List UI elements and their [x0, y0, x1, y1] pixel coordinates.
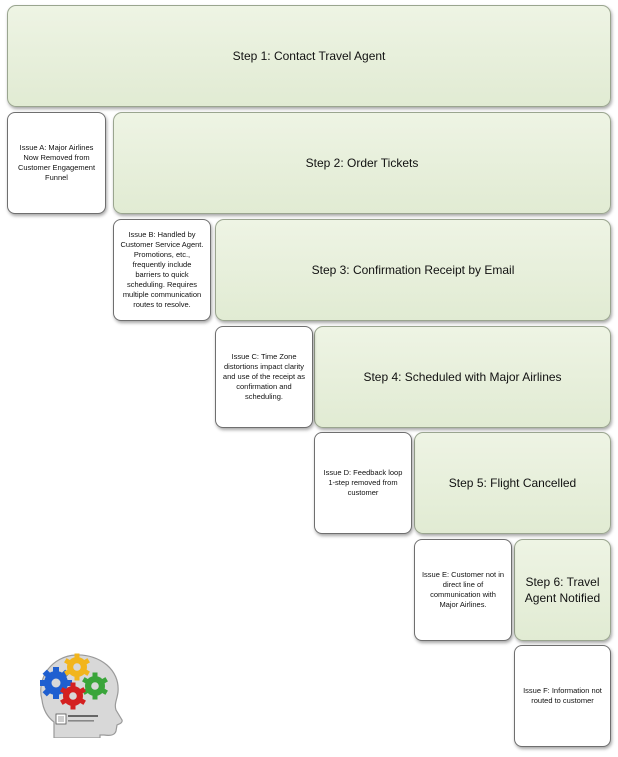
step-1-label: Step 1: Contact Travel Agent	[232, 49, 386, 63]
issue-c-box: Issue C: Time Zone distortions impact cl…	[215, 326, 313, 428]
step-5-label: Step 5: Flight Cancelled	[448, 476, 577, 490]
issue-d-label: Issue D: Feedback loop 1-step removed fr…	[323, 468, 403, 497]
step-4-label: Step 4: Scheduled with Major Airlines	[363, 370, 562, 384]
step-6-label: Step 6: Travel Agent Notified	[524, 575, 601, 605]
issue-e-box: Issue E: Customer not in direct line of …	[414, 539, 512, 641]
issue-c-label: Issue C: Time Zone distortions impact cl…	[222, 352, 306, 401]
issue-a-label: Issue A: Major Airlines Now Removed from…	[17, 143, 96, 182]
step-4-box: Step 4: Scheduled with Major Airlines	[314, 326, 611, 428]
step-1-box: Step 1: Contact Travel Agent	[7, 5, 611, 107]
step-2-label: Step 2: Order Tickets	[305, 156, 419, 170]
issue-b-box: Issue B: Handled by Customer Service Age…	[113, 219, 211, 321]
issue-b-label: Issue B: Handled by Customer Service Age…	[120, 230, 204, 309]
step-3-label: Step 3: Confirmation Receipt by Email	[311, 263, 515, 277]
step-6-box: Step 6: Travel Agent Notified	[514, 539, 611, 641]
head-with-gears-icon	[40, 653, 123, 738]
issue-f-label: Issue F: Information not routed to custo…	[523, 686, 602, 705]
issue-a-box: Issue A: Major Airlines Now Removed from…	[7, 112, 106, 214]
issue-f-box: Issue F: Information not routed to custo…	[514, 645, 611, 747]
step-2-box: Step 2: Order Tickets	[113, 112, 611, 214]
issue-d-box: Issue D: Feedback loop 1-step removed fr…	[314, 432, 412, 534]
step-5-box: Step 5: Flight Cancelled	[414, 432, 611, 534]
step-3-box: Step 3: Confirmation Receipt by Email	[215, 219, 611, 321]
issue-e-label: Issue E: Customer not in direct line of …	[421, 570, 505, 609]
